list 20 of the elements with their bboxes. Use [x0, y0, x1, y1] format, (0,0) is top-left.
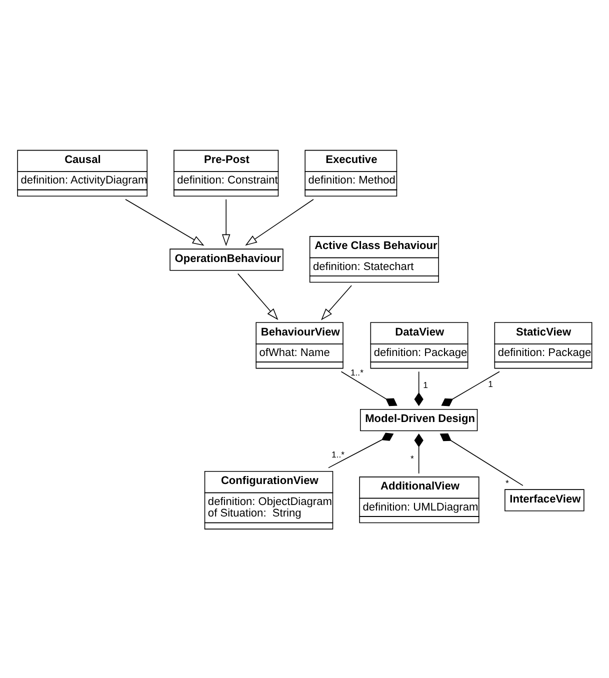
connector [340, 370, 398, 406]
connector [440, 432, 524, 486]
connector [414, 370, 424, 406]
edge-label: * [506, 477, 509, 488]
arrow [245, 198, 314, 246]
edge-label: 1..* [332, 448, 345, 459]
node-box: Model-Driven Design [360, 408, 478, 431]
connector [328, 432, 394, 468]
edge-label: * [410, 452, 414, 463]
arrow [222, 198, 230, 246]
edge-label: 1 [488, 378, 493, 388]
node-box: OperationBehaviour [170, 248, 284, 270]
arrow [125, 198, 204, 246]
edge-label: 1 [423, 380, 428, 390]
edge-label: 1..* [350, 367, 364, 378]
arrow [238, 272, 278, 320]
connector [441, 370, 500, 406]
connector [414, 432, 424, 474]
node-box: InterfaceView [504, 488, 584, 511]
arrow [321, 284, 352, 320]
